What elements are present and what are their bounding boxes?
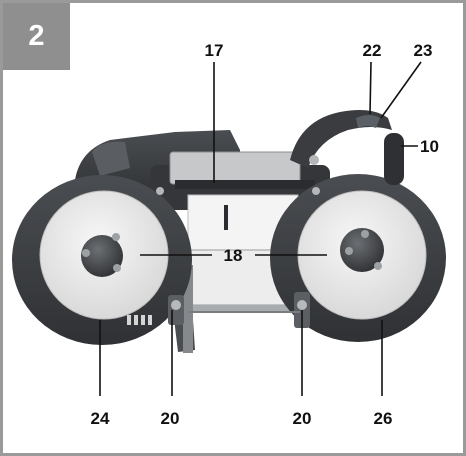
callout-26: 26 <box>374 409 393 428</box>
callout-10: 10 <box>420 137 439 156</box>
left-hub-screw <box>112 233 120 241</box>
right-wheel-hub <box>340 228 384 272</box>
left-wheel-hub <box>81 235 123 277</box>
leader-22 <box>369 61 372 115</box>
right-hub-screw <box>361 230 369 238</box>
workpiece-support <box>182 305 307 313</box>
guard-rail <box>175 180 315 189</box>
vent-slots <box>127 315 152 325</box>
motor-cap <box>92 141 130 176</box>
callout-18: 18 <box>224 246 243 265</box>
blade-guard <box>169 151 301 185</box>
trigger-switch <box>356 115 380 128</box>
handle-bolt <box>309 155 319 165</box>
panel-slot <box>224 205 228 230</box>
right-hub-screw <box>345 247 353 255</box>
callout-20-right: 20 <box>293 409 312 428</box>
callout-20-left: 20 <box>161 409 180 428</box>
left-hub-screw <box>82 249 90 257</box>
callout-23: 23 <box>414 41 433 60</box>
leader-23 <box>380 61 422 119</box>
callout-17: 17 <box>205 41 224 60</box>
callout-22: 22 <box>363 41 382 60</box>
left-hub-screw <box>113 264 121 272</box>
housing-screw <box>156 187 164 195</box>
handle-grip <box>384 133 404 185</box>
callout-24: 24 <box>91 409 110 428</box>
figure-number-badge: 2 <box>3 3 70 70</box>
left-blade-guide <box>168 295 184 325</box>
right-hub-screw <box>374 262 382 270</box>
left-guide-plate <box>183 265 193 353</box>
housing-screw <box>312 187 320 195</box>
